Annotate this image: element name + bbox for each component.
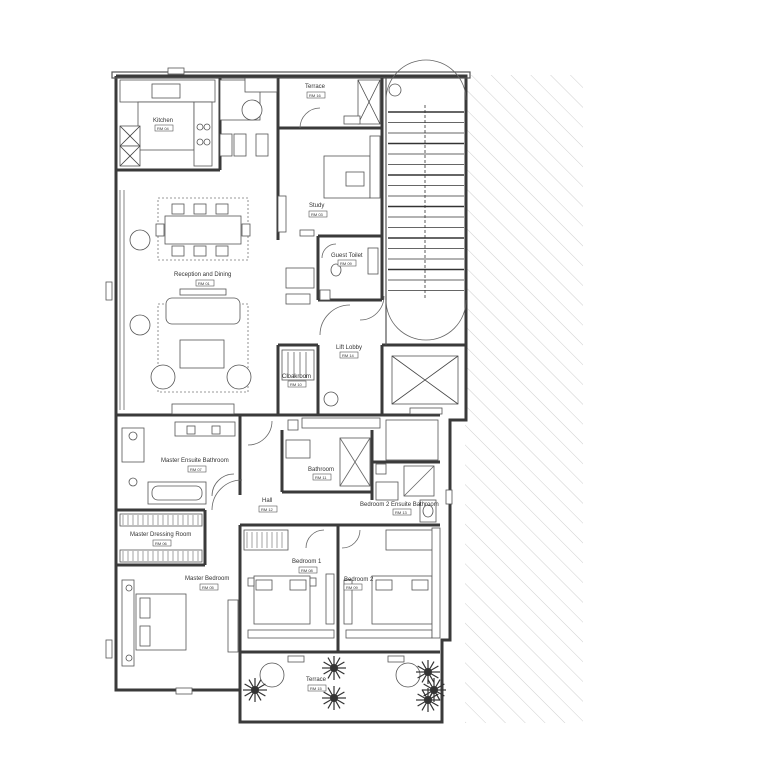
room-labels: Kitchen RM 04 Terrace RM 16 Study RM 03 … [130,84,439,692]
cloakroom-fixtures [281,349,381,429]
master-ensuite-fixtures [121,421,236,505]
plant-icon [422,678,446,702]
plant-center [330,664,338,672]
kitchen-label: Kitchen [153,118,173,124]
bedroom1-code: RM 08 [301,568,314,573]
kitchen-furniture [119,77,278,167]
terrace-bottom-code: RM 15 [310,686,323,691]
master-dressing-code: RM 06 [155,541,168,546]
kitchen-code: RM 04 [157,126,170,131]
hall-door-swings [211,295,385,511]
terrace-top-label: Terrace [305,84,326,90]
study-label: Study [309,203,324,209]
terrace-bottom-label: Terrace [306,677,327,683]
plant-icon [416,660,440,684]
bedroom2-code: RM 09 [346,585,359,590]
bedroom1-furniture [243,529,425,639]
study-furniture [277,79,381,237]
bathroom-code: RM 11 [315,475,327,480]
master-bedroom-label: Master Bedroom [185,576,229,582]
plant-center [424,668,432,676]
exterior-hatch [465,75,583,723]
plant-center [430,686,438,694]
plant-icon [322,656,346,680]
lift-lobby-label: Lift Lobby [336,345,362,351]
left-windows [105,67,193,695]
guest-toilet-fixtures [319,243,379,301]
bedroom2-ensuite-fixtures [375,419,453,523]
plant-icon [322,686,346,710]
plant-center [330,694,338,702]
master-dressing-label: Master Dressing Room [130,532,191,538]
bottom-terrace-furniture [243,655,446,712]
reception-label: Reception and Dining [174,272,231,278]
master-bath-code: RM 07 [190,467,203,472]
bathroom-fixtures [285,419,387,487]
study-code: RM 03 [311,212,324,217]
bed2-bath-label: Bedroom 2 Ensuite Bathroom [360,502,439,508]
reception-code: RM 01 [198,281,211,286]
reception-furniture [129,197,315,415]
guest-toilet-code: RM 09 [340,261,353,266]
master-bedroom-furniture [121,579,239,667]
stair-core [323,59,467,415]
guest-toilet-label: Guest Toilet [331,253,363,259]
hall-label: Hall [262,498,272,504]
master-bath-label: Master Ensuite Bathroom [161,458,229,464]
bedroom2-label: Bedroom 2 [344,577,374,583]
bed2-bath-code: RM 13 [395,510,408,515]
cloakroom-label: Cloakroom [282,374,311,380]
plant-center [251,686,259,694]
hall-code: RM 12 [261,507,274,512]
master-dressing-fixtures [119,513,203,563]
bedroom1-label: Bedroom 1 [292,559,322,565]
bathroom-label: Bathroom [308,467,334,473]
lift-lobby-code: RM 14 [342,353,355,358]
master-bedroom-code: RM 05 [202,585,215,590]
plant-icon [243,678,267,702]
bedroom2-furniture [341,527,441,639]
cloakroom-code: RM 10 [290,382,303,387]
terrace-top-code: RM 16 [309,93,322,98]
